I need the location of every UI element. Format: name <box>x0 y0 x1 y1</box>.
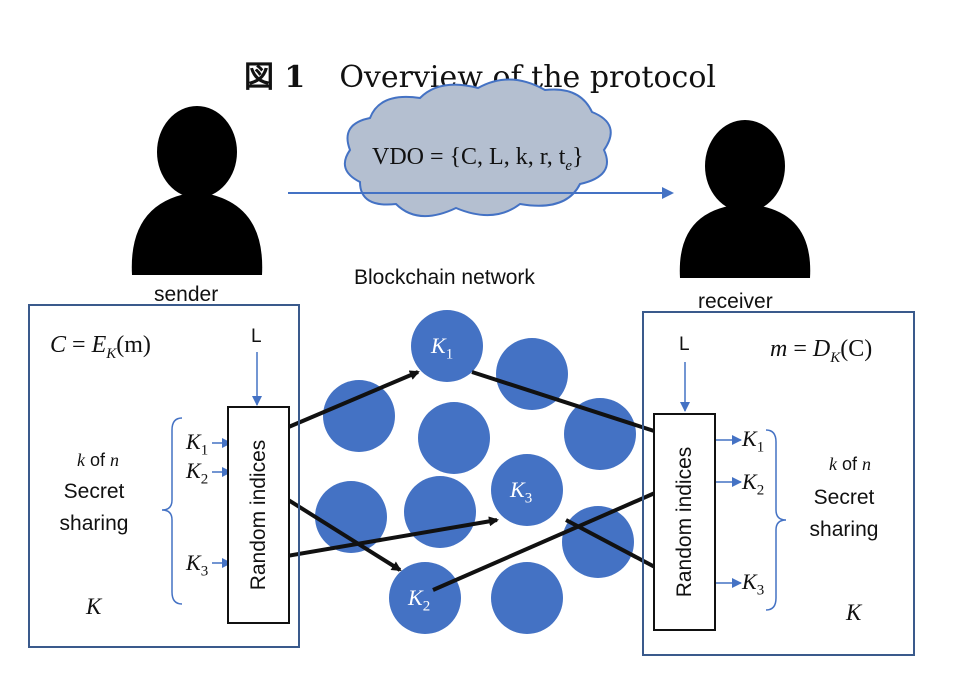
node-k1 <box>411 310 483 382</box>
network-nodes <box>315 310 636 634</box>
receiver-sharing-label: sharing <box>809 518 879 541</box>
node-label-k1: K1 <box>431 333 454 363</box>
node-k2 <box>389 562 461 634</box>
node <box>323 380 395 452</box>
blockchain-cloud-icon <box>343 78 612 218</box>
sender-encrypt-formula: C = EK(m) <box>50 332 151 362</box>
sender-k-of-n: k of n <box>76 450 119 470</box>
receiver-random-indices: Random indices <box>653 413 716 631</box>
node-k3 <box>491 454 563 526</box>
sender-L-label: L <box>251 326 262 347</box>
receiver-random-indices-label: Random indices <box>672 446 696 598</box>
receiver-K-label: K <box>846 600 862 625</box>
node-label-k2: K2 <box>408 585 431 615</box>
sender-box <box>28 304 300 648</box>
sender-label: sender <box>154 283 219 306</box>
receiver-key-3: K3 <box>742 569 765 599</box>
sender-key-2: K2 <box>186 458 209 488</box>
sender-sharing-label: sharing <box>59 512 129 535</box>
node <box>404 476 476 548</box>
node <box>418 402 490 474</box>
sender-K-label: K <box>86 594 102 619</box>
receiver-L-label: L <box>679 334 690 355</box>
sender-random-indices: Random indices <box>227 406 290 624</box>
node <box>491 562 563 634</box>
receiver-k-of-n: k of n <box>828 454 871 474</box>
sender-random-indices-label: Random indices <box>246 439 270 591</box>
figure-label: 図 1 <box>243 60 306 95</box>
sender-secret-label: Secret <box>63 480 125 503</box>
sender-key-1: K1 <box>186 429 209 459</box>
receiver-secret-label: Secret <box>813 486 875 509</box>
receiver-person-icon <box>679 120 811 278</box>
network-label: Blockchain network <box>354 266 535 289</box>
node <box>564 398 636 470</box>
receiver-key-2: K2 <box>742 469 765 499</box>
receiver-box <box>642 311 915 656</box>
receiver-decrypt-formula: m = DK(C) <box>770 336 873 366</box>
sender-brace <box>161 417 183 605</box>
sender-person-icon <box>131 106 263 275</box>
vdo-formula: VDO = {C, L, k, r, te} <box>372 144 584 174</box>
node <box>496 338 568 410</box>
receiver-key-1: K1 <box>742 426 765 456</box>
node-label-k3: K3 <box>510 477 533 507</box>
sender-key-3: K3 <box>186 550 209 580</box>
node <box>315 481 387 553</box>
receiver-label: receiver <box>698 290 773 313</box>
receiver-brace <box>765 429 787 611</box>
